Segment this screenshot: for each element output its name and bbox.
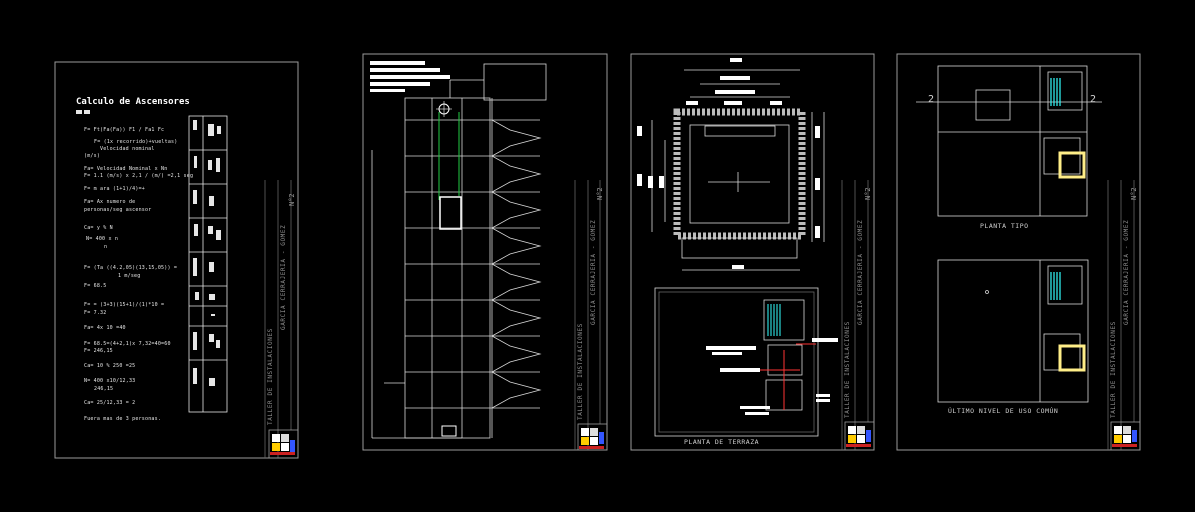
typical-floor-plan (916, 65, 1102, 217)
title-block-authors-2: GARCIA CERRAJERIA - GOMEZ (590, 219, 597, 325)
title-block-course-4: TALLER DE INSTALACIONES (1110, 321, 1117, 418)
label-planta-terraza: PLANTA DE TERRAZA (684, 438, 760, 446)
title-block-course-2: TALLER DE INSTALACIONES (577, 323, 584, 420)
title-block-3 (841, 180, 875, 451)
calc-line: Ca= 10 % 250 =25 (84, 363, 136, 369)
calc-line: Ca= y % N (84, 225, 113, 231)
top-floor-plan (937, 259, 1089, 403)
logo-1 (270, 434, 295, 455)
calc-line: Fuera mas de 3 personas. (84, 416, 162, 422)
section-building (371, 63, 547, 439)
calc-line: N= 400 x n (86, 236, 119, 242)
title-block-number-2: N°2 (596, 187, 604, 200)
title-block-2 (574, 180, 608, 451)
sheet-terrace (630, 53, 875, 451)
title-block-authors-1: GARCIA CERRAJERIA - GOMEZ (280, 224, 287, 330)
terrace-stair (767, 304, 781, 336)
logo-3 (846, 426, 871, 447)
calc-line: F= 7.32 (84, 310, 107, 316)
elevator-shaft-rope (436, 101, 462, 437)
calc-line: (m/s) (84, 153, 101, 159)
axis-mark-left: 2 (928, 94, 935, 105)
typical-elevator-cab (1058, 151, 1086, 179)
calc-line: Fa= Velocidad Nominal x Nn (84, 166, 168, 172)
calc-line: n (104, 244, 108, 250)
sheet-floor-plans (896, 53, 1141, 451)
calc-line: F= m ara (1+1)/4)=+ (84, 186, 145, 192)
logo-4 (1112, 426, 1137, 447)
title-block-authors-4: GARCIA CERRAJERIA - GOMEZ (1123, 219, 1130, 325)
calc-line: 1 m/seg (118, 273, 141, 279)
sheet-section (362, 53, 608, 451)
section-floors (405, 119, 540, 409)
top-floor-elevator-cab (1058, 344, 1086, 372)
calc-line: Fa= 4x 10 =40 (84, 325, 126, 331)
calc-line: F= Ft(Fa(Fa)) F1 / Fa1 Fc (84, 127, 165, 133)
title-block-number-4: N°2 (1130, 187, 1138, 200)
calc-line: 246,15 (94, 386, 114, 392)
calc-line: F= = (3+3)(15+1)/(1)*10 = (84, 302, 165, 308)
typical-stair (1050, 78, 1061, 106)
terrace-labels (706, 338, 838, 415)
top-floor-stair (1050, 272, 1061, 300)
section-title-bars (370, 61, 450, 92)
title-block-number-3: N°2 (864, 187, 872, 200)
axis-mark-right: 2 (1090, 94, 1097, 105)
calc-line: Fa= Ax numero de (84, 199, 136, 205)
calc-line: F= 1.1 (m/s) x 2,1 / (m/) =2,1 seg (84, 173, 194, 179)
calc-result-values (76, 110, 221, 386)
terrace-plan (654, 287, 819, 437)
title-block-1 (264, 180, 299, 459)
section-stairs (491, 119, 542, 409)
title-block-number-1: N°2 (288, 193, 296, 206)
title-block-4 (1107, 180, 1141, 451)
calc-line: F= 246,15 (84, 348, 113, 354)
title-block-course-3: TALLER DE INSTALACIONES (844, 321, 851, 418)
calc-line: F= (1x recorrido)+vueltas) (94, 139, 178, 145)
label-planta-tipo: PLANTA TIPO (980, 222, 1029, 230)
calc-line: Ca= 25/12,33 = 2 (84, 400, 136, 406)
calc-line: N= 400 x10/12,33 (84, 378, 136, 384)
title-block-authors-3: GARCIA CERRAJERIA - GOMEZ (857, 219, 864, 325)
calc-title: Calculo de Ascensores (76, 97, 190, 107)
machine-room-dims (637, 58, 820, 269)
calc-line: F= 68.5 (84, 283, 107, 289)
logo-2 (579, 428, 604, 449)
label-ultimo-nivel: ÚLTIMO NIVEL DE USO COMÚN (948, 407, 1059, 415)
calc-line: F= 68.5=(4+2,1)x 7,32=40=60 (84, 341, 171, 347)
calc-line: F= (Ta ((4.2,05)(13,15,05)) = (84, 265, 178, 271)
calc-line: Velocidad nominal (100, 146, 155, 152)
sheet-calculations (54, 61, 299, 459)
calc-line: personas/seg ascensor (84, 207, 152, 213)
machine-room-plan (651, 69, 825, 271)
title-block-course-1: TALLER DE INSTALACIONES (267, 328, 274, 425)
calc-result-table (188, 115, 228, 413)
